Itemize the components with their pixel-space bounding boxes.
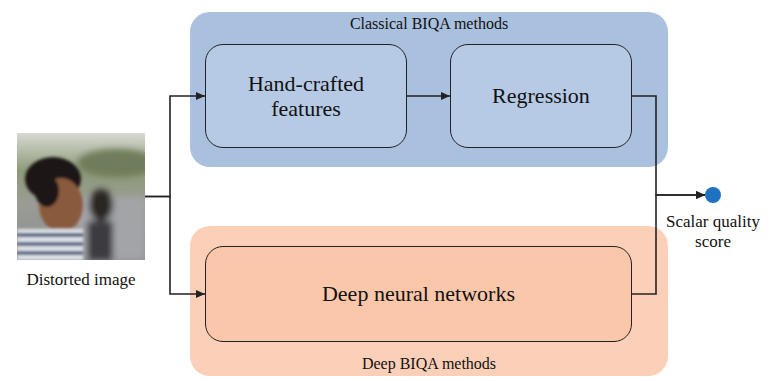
image-node: Distorted image: [5, 133, 157, 298]
flow-arrow: [145, 96, 205, 197]
method-group: Classical BIQA methodsHand-crafted featu…: [190, 12, 668, 167]
process-box: Hand-crafted features: [205, 44, 407, 148]
method-group: Deep BIQA methods Deep neural networks: [190, 226, 668, 376]
node-caption: Distorted image: [5, 270, 157, 290]
group-title: Deep BIQA methods: [190, 355, 668, 373]
box-label: Hand-crafted features: [231, 71, 381, 122]
node-caption: Scalar quality score: [661, 212, 765, 251]
group-title: Classical BIQA methods: [190, 15, 668, 33]
photo-illustration: [17, 133, 145, 260]
flow-arrow: [632, 96, 705, 195]
process-box: Deep neural networks: [205, 246, 632, 342]
box-label: Regression: [492, 83, 590, 108]
photo-frame: [17, 133, 145, 260]
flow-arrow: [407, 95, 450, 97]
output-node: Scalar quality score: [661, 187, 765, 257]
process-box: Regression: [450, 44, 632, 148]
flow-arrow: [145, 197, 205, 295]
output-dot: [705, 187, 721, 203]
flow-arrow: [632, 195, 705, 294]
box-label: Deep neural networks: [322, 281, 515, 306]
